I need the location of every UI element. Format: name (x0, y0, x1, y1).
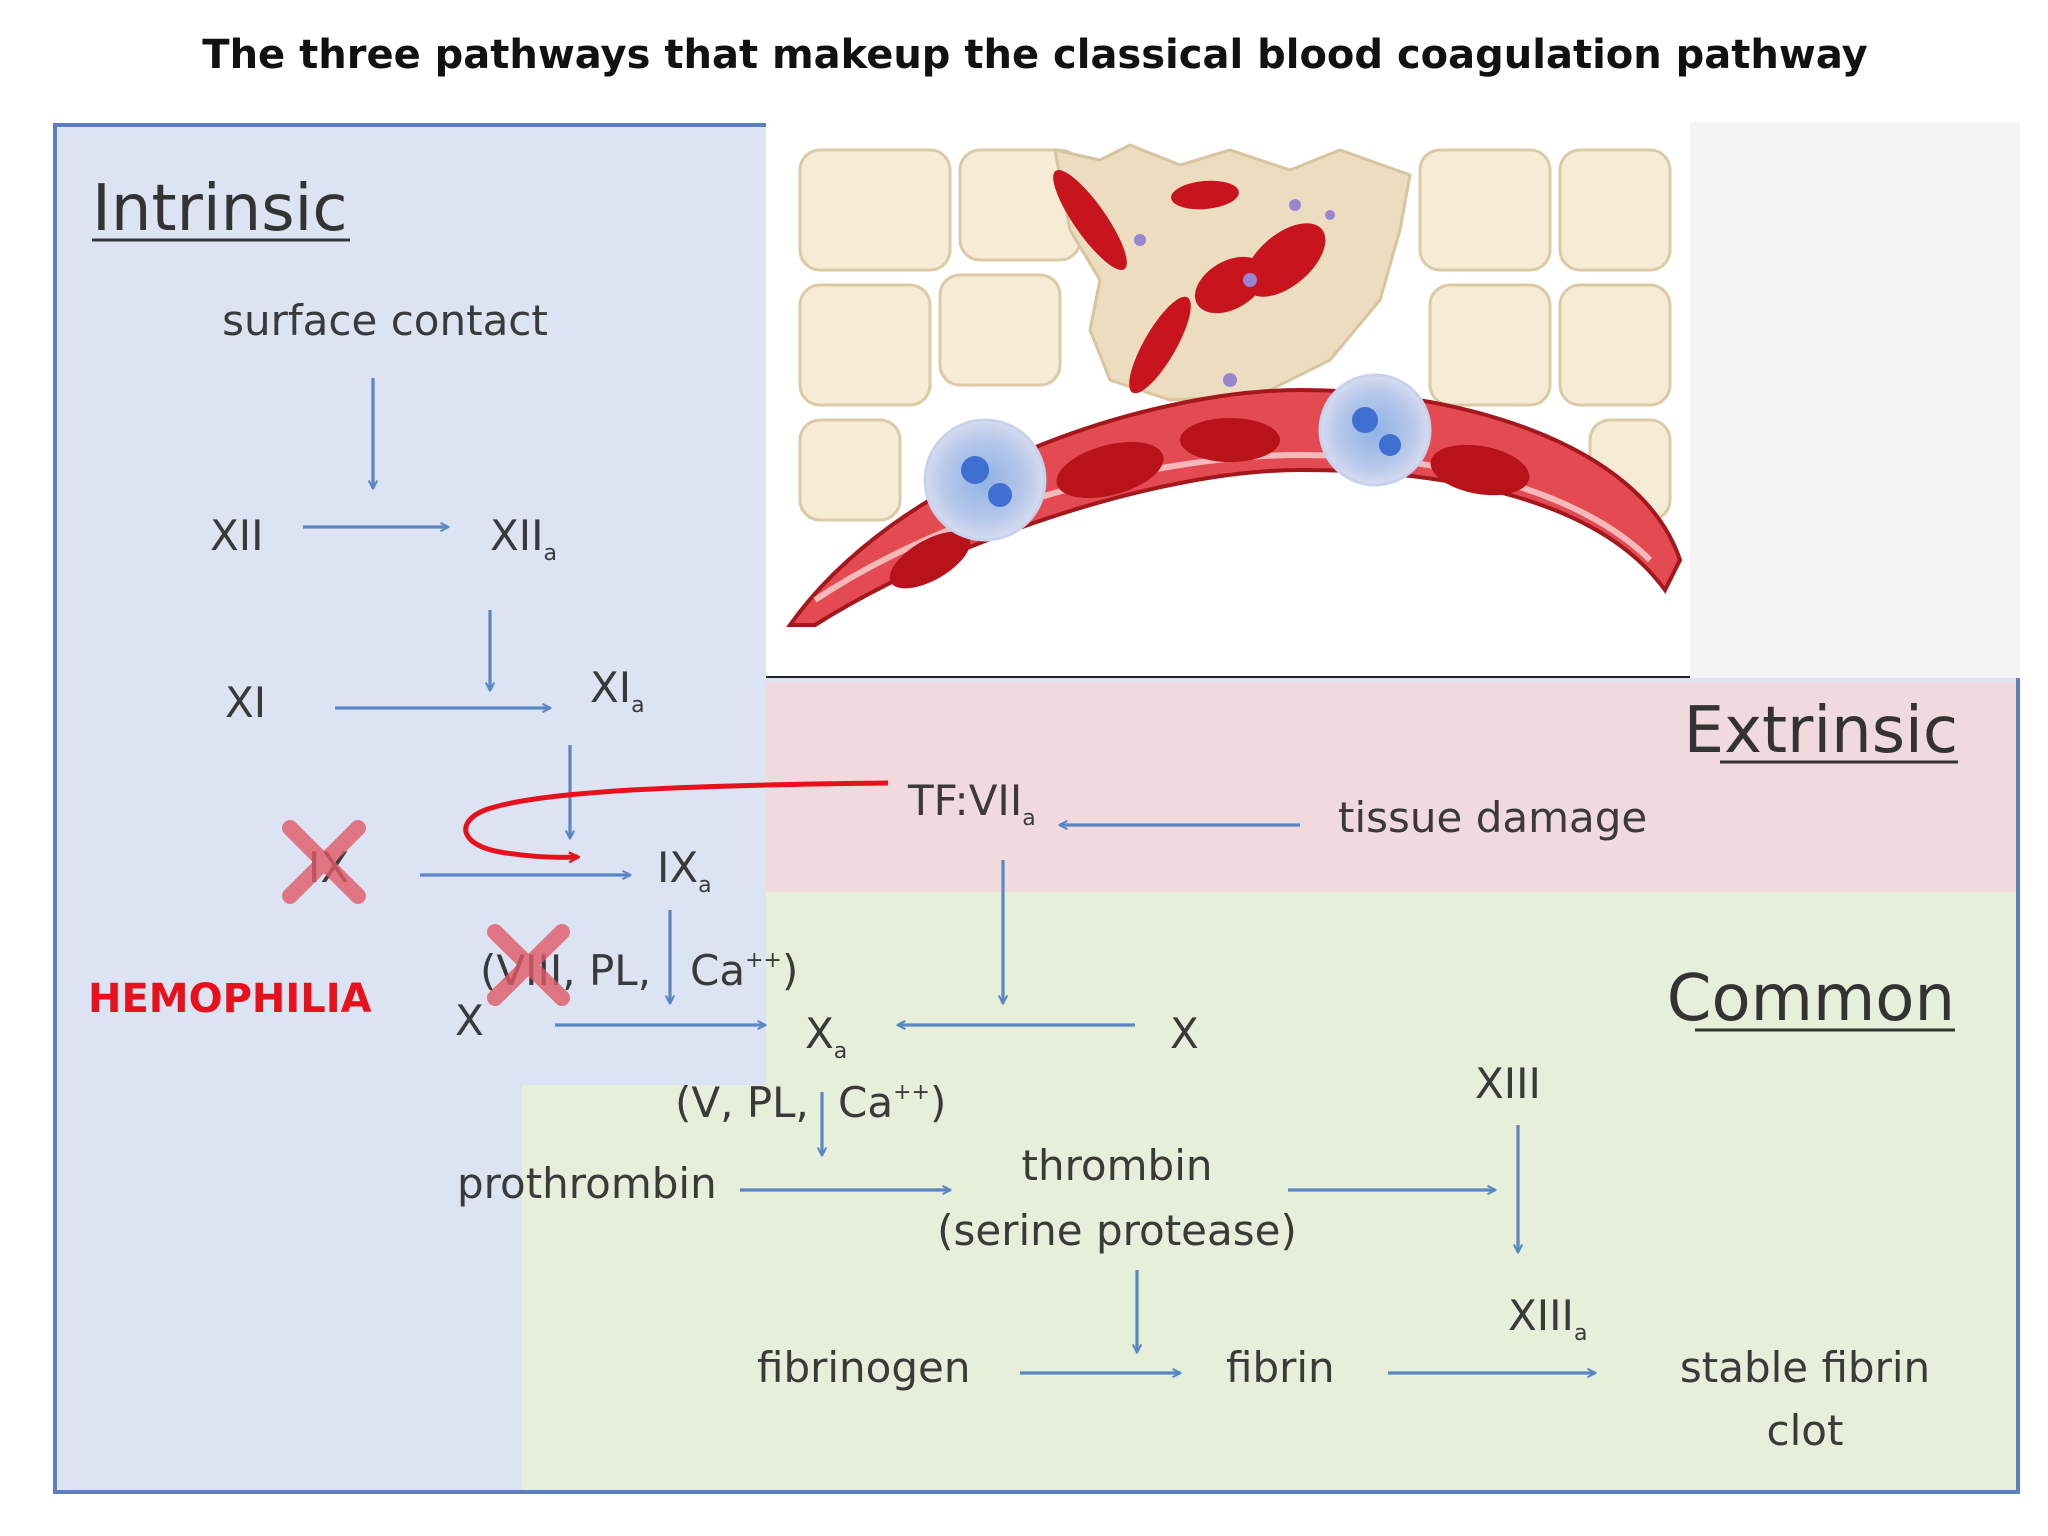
factor-ixa-subscript: a (698, 873, 711, 898)
common-region (522, 892, 2018, 1492)
surface-contact-label: surface contact (222, 296, 548, 345)
factor-xia-text: XI (590, 663, 631, 712)
factor-xiia-text: XII (490, 511, 544, 560)
factor-xia-subscript: a (631, 693, 644, 718)
factor-xiiia-subscript: a (1574, 1321, 1587, 1346)
thrombin-label: thrombin (1022, 1141, 1213, 1190)
fibrin-label: fibrin (1226, 1343, 1335, 1392)
factor-ixa-text: IX (657, 843, 698, 892)
calcium-superscript-2: ++ (893, 1080, 930, 1105)
factor-x-left-label: X (455, 996, 484, 1045)
prothrombin-label: prothrombin (457, 1159, 717, 1208)
blood-vessel-injury-illustration (766, 122, 2020, 678)
factor-xiii-label: XIII (1475, 1059, 1541, 1108)
factor-xiia-label: XIIa (490, 511, 557, 566)
factor-ixa-label: IXa (657, 843, 712, 898)
calcium-superscript-1: ++ (745, 948, 782, 973)
calcium-paren-1: ) (782, 946, 798, 995)
clot-label: clot (1767, 1406, 1844, 1455)
x-mark-icon (282, 820, 366, 904)
factor-xiiia-label: XIIIa (1508, 1291, 1587, 1346)
factor-xii-label: XII (210, 511, 264, 560)
tf-viia-subscript: a (1022, 806, 1035, 831)
common-header: Common (1667, 962, 1955, 1036)
factor-x-right-label: X (1170, 1009, 1199, 1058)
stable-fibrin-clot-label: stable fibrin (1680, 1343, 1930, 1392)
factor-xa-text: X (805, 1009, 834, 1058)
extrinsic-region (766, 682, 2018, 892)
extrinsic-header: Extrinsic (1684, 694, 1958, 768)
calcium-paren-2: ) (930, 1078, 946, 1127)
pathway-arrows (303, 378, 1595, 1373)
x-mark-icon (487, 924, 570, 1006)
factor-xiiia-text: XIII (1508, 1291, 1574, 1340)
factor-xi-label: XI (225, 678, 266, 727)
calcium-label-2: Ca++) (838, 1078, 946, 1127)
tf-viia-text: TF:VII (907, 776, 1022, 825)
page-title: The three pathways that makeup the class… (202, 32, 1867, 78)
fibrinogen-label: fibrinogen (757, 1343, 971, 1392)
tf-viia-label: TF:VIIa (907, 776, 1036, 831)
factor-xa-subscript: a (834, 1039, 847, 1064)
intrinsic-header: Intrinsic (92, 172, 348, 246)
tissue-damage-label: tissue damage (1338, 793, 1647, 842)
factor-xa-label: Xa (805, 1009, 847, 1064)
calcium-label-1: Ca++) (690, 946, 798, 995)
factor-xiia-subscript: a (544, 541, 557, 566)
serine-protease-label: (serine protease) (937, 1206, 1297, 1255)
cofactors-v-label: (V, PL, (675, 1078, 809, 1127)
calcium-text-2: Ca (838, 1078, 893, 1127)
red-crosstalk-arrow (463, 780, 889, 857)
hemophilia-label: HEMOPHILIA (88, 976, 372, 1022)
calcium-text-1: Ca (690, 946, 745, 995)
factor-xia-label: XIa (590, 663, 645, 718)
